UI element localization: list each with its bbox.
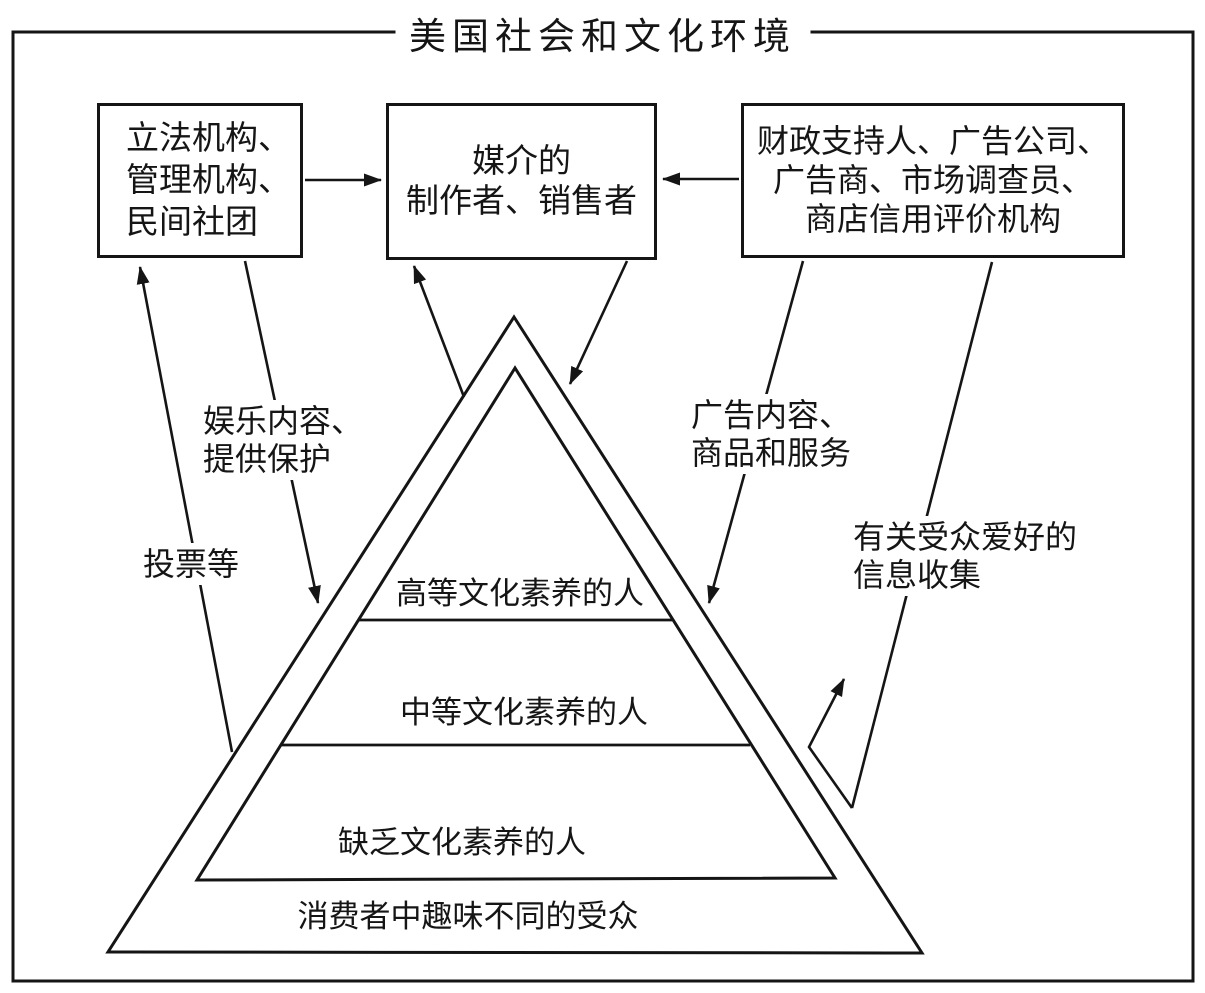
pyramid-base-consumers: 消费者中趣味不同的受众 [297, 899, 639, 934]
arrow-media-to-audience [568, 260, 629, 385]
inner-triangle [194, 365, 838, 882]
pyramid-tier-low-literacy: 缺乏文化素养的人 [338, 825, 586, 860]
voting-label: 投票等 [139, 543, 244, 585]
outer-triangle [105, 314, 925, 955]
pyramid-tier-medium-literacy: 中等文化素养的人 [400, 695, 648, 730]
arrow-voting-audience-to-legislature [136, 266, 234, 753]
diagram-title: 美国社会和文化环境 [395, 6, 810, 60]
pyramid-tier-high-literacy: 高等文化素养的人 [396, 576, 644, 611]
audience-info-collection-label: 有关受众爱好的 信息收集 [849, 516, 1082, 596]
advertising-goods-label: 广告内容、 商品和服务 [687, 394, 856, 474]
entertainment-protection-label: 娱乐内容、 提供保护 [199, 400, 368, 480]
media-producers-box: 媒介的 制作者、销售者 [386, 103, 657, 260]
arrow-info-collection-bent [807, 678, 854, 809]
finance-advertisers-box: 财政支持人、广告公司、 广告商、市场调查员、 商店信用评价机构 [741, 103, 1125, 258]
legislature-box: 立法机构、 管理机构、 民间社团 [97, 103, 303, 258]
arrow-audience-to-media [412, 265, 466, 398]
